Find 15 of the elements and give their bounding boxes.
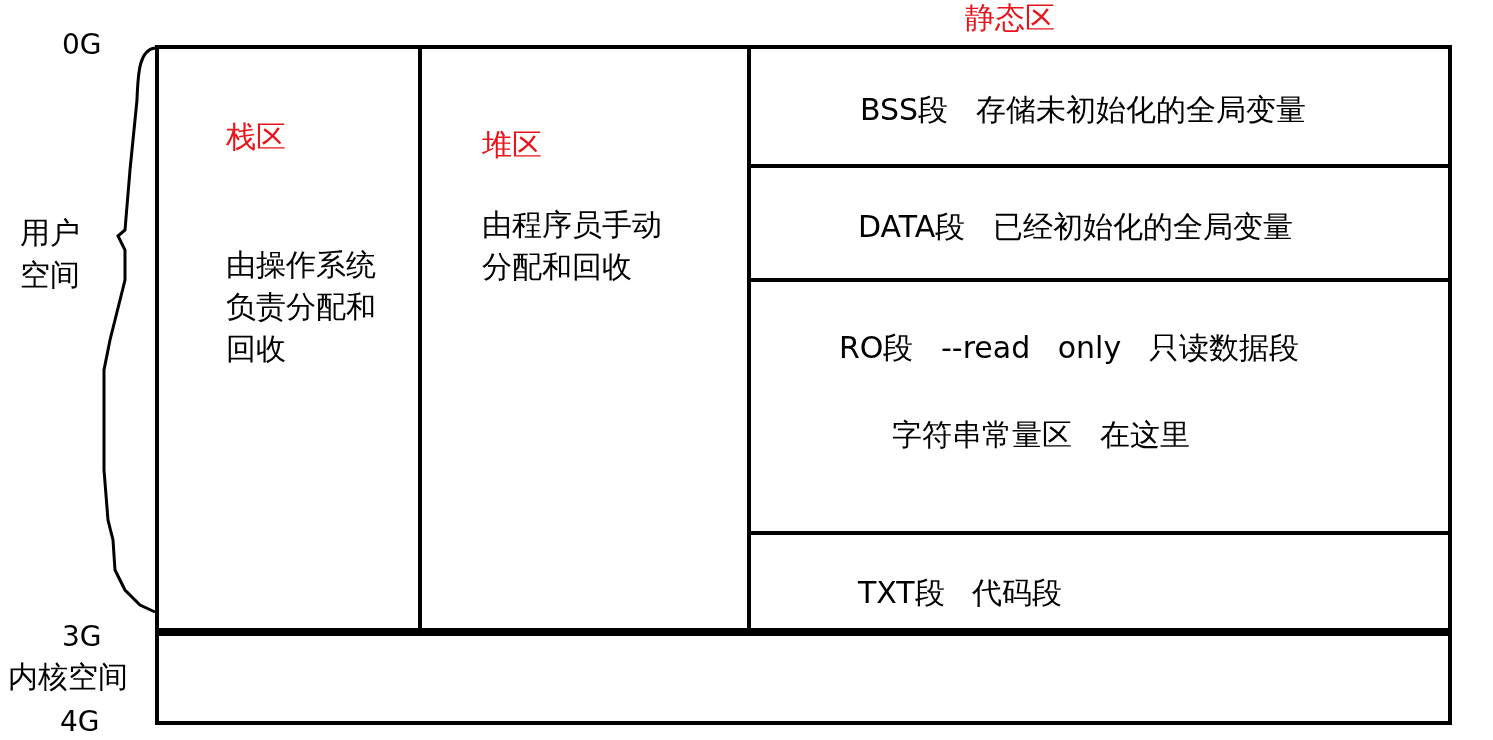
section-heading: 堆区 — [482, 126, 542, 164]
section-heading: 静态区 — [965, 0, 1055, 37]
description-text: 由程序员手动分配和回收 — [482, 206, 663, 286]
address-label: 3G — [62, 619, 102, 655]
side-label: 内核空间 — [8, 658, 128, 696]
section-heading: 栈区 — [226, 118, 286, 156]
segment-text: DATA段 已经初始化的全局变量 — [858, 208, 1293, 246]
segment-text: TXT段 代码段 — [858, 574, 1063, 612]
address-label: 4G — [60, 704, 100, 740]
segment-text: 字符串常量区 在这里 — [892, 416, 1190, 454]
segment-text: RO段 --read only 只读数据段 — [839, 329, 1299, 367]
segment-text: BSS段 存储未初始化的全局变量 — [860, 91, 1306, 129]
address-label: 0G — [62, 27, 102, 63]
side-label: 用户空间 — [20, 214, 81, 294]
description-text: 由操作系统负责分配和回收 — [226, 246, 377, 368]
